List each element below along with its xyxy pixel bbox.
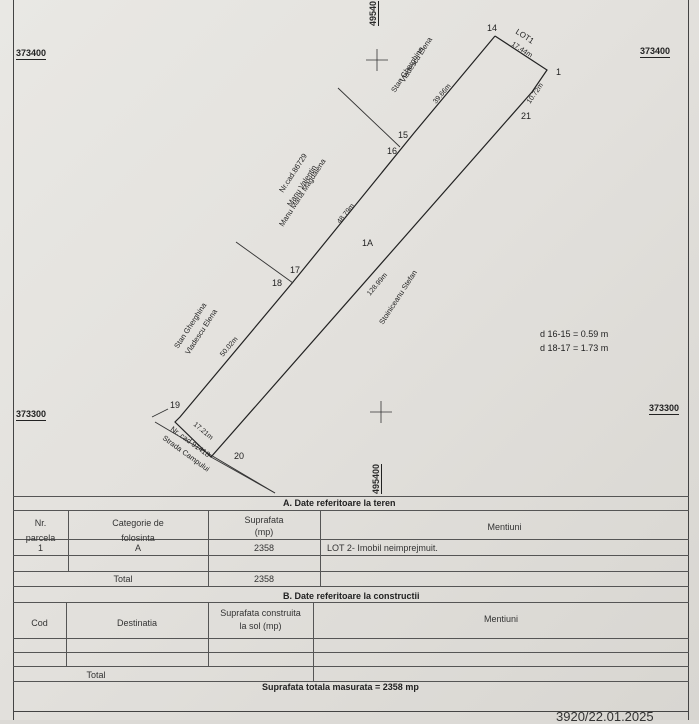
coord-top-left: 373400 [16,48,47,60]
header-sup-1: Suprafata [244,515,284,525]
point-17: 17 [290,265,300,275]
total-area: Suprafata totala masurata = 2358 mp [262,682,419,692]
header-mentiuni: Mentiuni [487,522,522,532]
parcel-plan: 14 1 21 15 16 17 18 19 20 1A LOT1 17.44m… [151,23,561,494]
distance-note-1: d 16-15 = 0.59 m [540,329,609,339]
street-line-2 [151,408,169,418]
frame-left [13,0,14,720]
neighbor-line-15 [337,87,401,148]
frame-bottom [13,711,689,712]
point-14: 14 [487,23,497,33]
segment-16-17: 48.79m [336,203,356,226]
header-sup-construita-2: la sol (mp) [239,621,282,631]
segment-15-14: 39.66m [432,83,452,106]
point-16: 16 [387,146,397,156]
header-nr-1: Nr. [34,518,47,528]
point-19: 19 [170,400,180,410]
street-line-3 [210,456,276,494]
segment-18-19: 50.02m [219,336,239,359]
header-sup-construita-1: Suprafata construita [220,608,301,618]
row-sup: 2358 [253,543,275,553]
table-teren: A. Date referitoare la teren Nr. parcela… [13,496,689,588]
registration-stamp: 3920/22.01.2025 [556,709,654,724]
total-label-b: Total [86,670,106,680]
header-cat-1: Categorie de [112,518,164,528]
point-20: 20 [234,451,244,461]
segment-20-21: 128.99m [366,272,389,297]
table-a-title: A. Date referitoare la teren [283,498,396,508]
parcel-label: 1A [362,238,373,248]
point-21: 21 [521,111,531,121]
street-line [154,421,276,494]
table-constructii: B. Date referitoare la constructii Cod D… [13,588,689,682]
point-15: 15 [398,130,408,140]
header-cat-2: folosinta [121,533,155,543]
total-label-a: Total [113,574,133,584]
point-18: 18 [272,278,282,288]
coord-mid-left: 373300 [16,409,47,421]
distance-note-2: d 18-17 = 1.73 m [540,343,609,353]
point-1: 1 [556,67,561,77]
header-sup-2: (mp) [254,527,274,537]
frame-right [688,0,689,720]
neighbor-line-18 [235,241,294,284]
row-mentiuni: LOT 2- Imobil neimprejmuit. [327,543,438,553]
row-cat: A [134,543,141,553]
segment-1-21: 10.72m [526,82,545,105]
header-destinatia: Destinatia [116,618,158,628]
grid-cross-bottom [370,401,392,423]
row-nr: 1 [37,543,43,553]
neighbor-top-line2: Vladescu Elena [398,35,434,84]
header-cod: Cod [31,618,48,628]
total-value-a: 2358 [253,574,275,584]
table-b-title: B. Date referitoare la constructii [283,591,420,601]
coord-top-right: 373400 [640,46,671,58]
parcel-outline [174,35,548,458]
grid-cross-top [366,49,388,71]
header-mentiuni-b: Mentiuni [483,614,519,624]
coord-mid-right: 373300 [649,403,680,415]
header-nr-2: parcela [25,533,56,543]
